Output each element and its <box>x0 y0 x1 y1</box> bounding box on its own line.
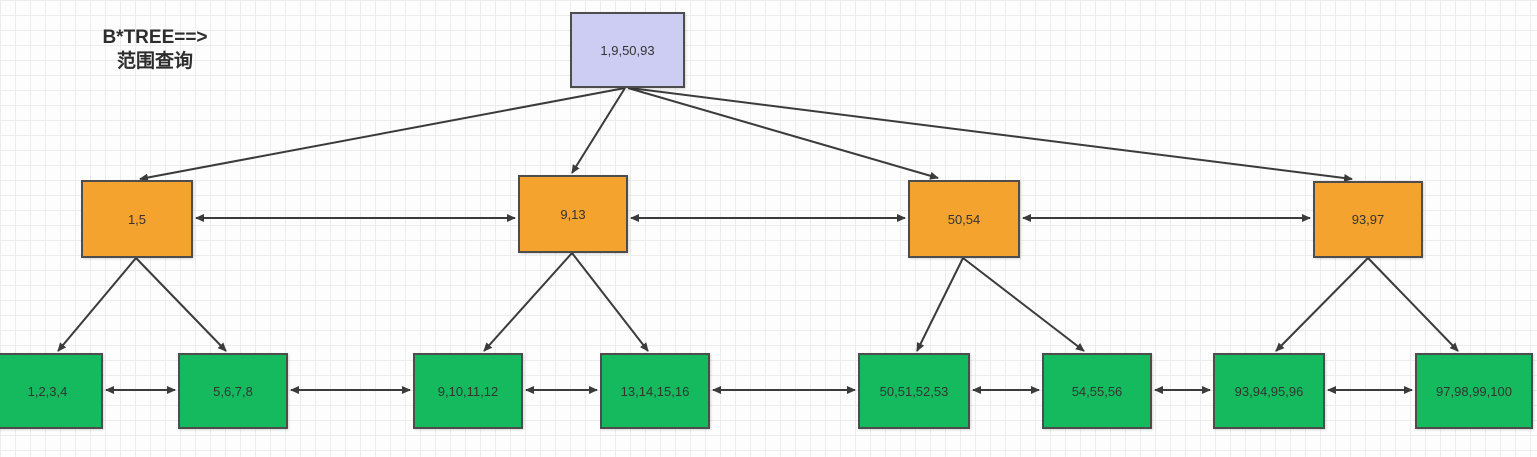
edge-internal-0-leaf-1 <box>135 257 227 352</box>
tree-node-internal-3: 93,97 <box>1313 181 1423 258</box>
tree-node-internal-2: 50,54 <box>908 180 1020 258</box>
edge-internal-2-leaf-5 <box>962 257 1085 352</box>
edge-internal-1-leaf-3 <box>571 252 649 352</box>
tree-node-root: 1,9,50,93 <box>570 12 685 88</box>
tree-node-leaf-5: 54,55,56 <box>1042 353 1152 429</box>
tree-node-leaf-3: 13,14,15,16 <box>600 353 710 429</box>
tree-node-leaf-6: 93,94,95,96 <box>1213 353 1325 429</box>
edge-internal-2-leaf-4 <box>916 257 964 352</box>
tree-node-internal-0: 1,5 <box>81 180 193 258</box>
tree-node-leaf-1: 5,6,7,8 <box>178 353 288 429</box>
edge-root-to-internal-0 <box>139 87 626 182</box>
edge-internal-0-leaf-0 <box>57 257 137 352</box>
tree-node-internal-1: 9,13 <box>518 175 628 253</box>
diagram-title: B*TREE==> 范围查询 <box>60 26 250 74</box>
edge-root-to-internal-1 <box>571 87 626 174</box>
tree-node-leaf-4: 50,51,52,53 <box>858 353 970 429</box>
tree-node-leaf-2: 9,10,11,12 <box>413 353 523 429</box>
edge-internal-3-leaf-7 <box>1367 257 1459 352</box>
diagram-title-line2: 范围查询 <box>116 51 193 72</box>
edge-root-to-internal-2 <box>627 87 939 180</box>
edge-internal-1-leaf-2 <box>483 252 573 352</box>
tree-node-leaf-7: 97,98,99,100 <box>1415 353 1533 429</box>
diagram-title-line1: B*TREE==> <box>102 27 208 48</box>
edge-internal-3-leaf-6 <box>1275 257 1369 352</box>
tree-node-leaf-0: 1,2,3,4 <box>0 353 103 429</box>
edge-root-to-internal-3 <box>629 87 1353 182</box>
